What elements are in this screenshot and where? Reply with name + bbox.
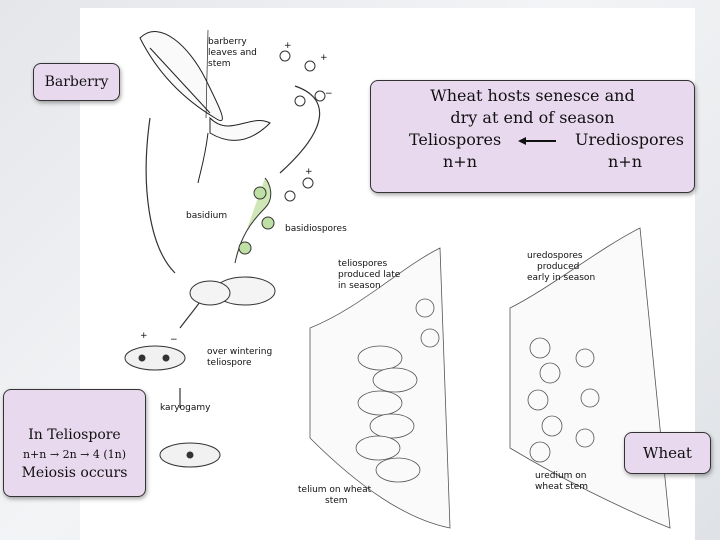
over-wintering-label: over wintering teliospore [207,347,272,368]
basidium-label: basidium [186,211,227,221]
svg-text:teliospore: teliospore [207,358,252,368]
barberry-leaf-drawing [139,29,271,184]
svg-text:wheat stem: wheat stem [535,482,588,492]
teliospore-drawing [124,345,186,371]
svg-text:telium on wheat: telium on wheat [298,485,372,495]
arrow-left-icon [518,137,557,145]
karyogamy-drawing [159,442,221,468]
svg-text:over wintering: over wintering [207,347,272,357]
svg-text:leaves and: leaves and [208,48,257,58]
svg-text:uredium on: uredium on [535,471,587,481]
barberry-text: Barberry [44,74,109,90]
wheat-text: Wheat [643,444,692,462]
wheat-hosts-callout: Wheat hosts senesce and dry at end of se… [370,80,695,193]
basidiospores-label: basidiospores [285,224,347,234]
barberry-leaves-label: barberry leaves and stem [208,37,257,69]
svg-text:barberry: barberry [208,37,247,47]
uredospores-early-label: uredospores produced early in season [527,251,595,283]
svg-text:+: + [140,331,148,341]
urediospores-text: Urediospores [574,130,684,149]
meiosis-text: Meiosis occurs [21,465,128,481]
telium-tissue-drawing [309,247,451,529]
basidium-drawing [189,177,276,306]
ploidy-row: n+n n+n [371,151,694,173]
svg-text:teliospores: teliospores [338,259,388,269]
svg-text:produced late: produced late [338,270,401,280]
wheat-callout: Wheat [624,432,711,474]
svg-text:produced: produced [537,262,579,272]
svg-text:−: − [325,89,333,99]
svg-text:+: + [305,167,313,177]
svg-text:+: + [284,41,292,51]
uredium-label: uredium on wheat stem [535,471,588,492]
svg-text:stem: stem [325,496,348,506]
svg-text:in season: in season [338,281,381,291]
spore-dots [279,50,326,202]
wheat-hosts-line1: Wheat hosts senesce and [430,86,635,105]
svg-text:early in season: early in season [527,273,595,283]
svg-text:stem: stem [208,59,231,69]
karyogamy-label: karyogamy [160,403,211,413]
barberry-callout: Barberry [33,63,120,101]
ploidy-urediospores: n+n [607,152,642,171]
in-teliospore-callout: In Teliospore n+n → 2n → 4 (1n) Meiosis … [3,389,146,497]
svg-text:+: + [320,53,328,63]
telium-label: telium on wheat stem [298,485,372,506]
plus-minus-signs: + + − + + − [140,41,333,345]
svg-text:−: − [170,335,178,345]
teliospores-late-label: teliospores produced late in season [338,259,401,291]
spore-type-row: Teliospores Urediospores [371,129,694,151]
in-teliospore-title: In Teliospore [28,427,121,443]
svg-text:uredospores: uredospores [527,251,583,261]
ploidy-formula: n+n → 2n → 4 (1n) [22,448,127,461]
ploidy-teliospores: n+n [443,152,478,171]
wheat-hosts-line2: dry at end of season [450,108,615,127]
teliospores-text: Teliospores [409,130,502,149]
